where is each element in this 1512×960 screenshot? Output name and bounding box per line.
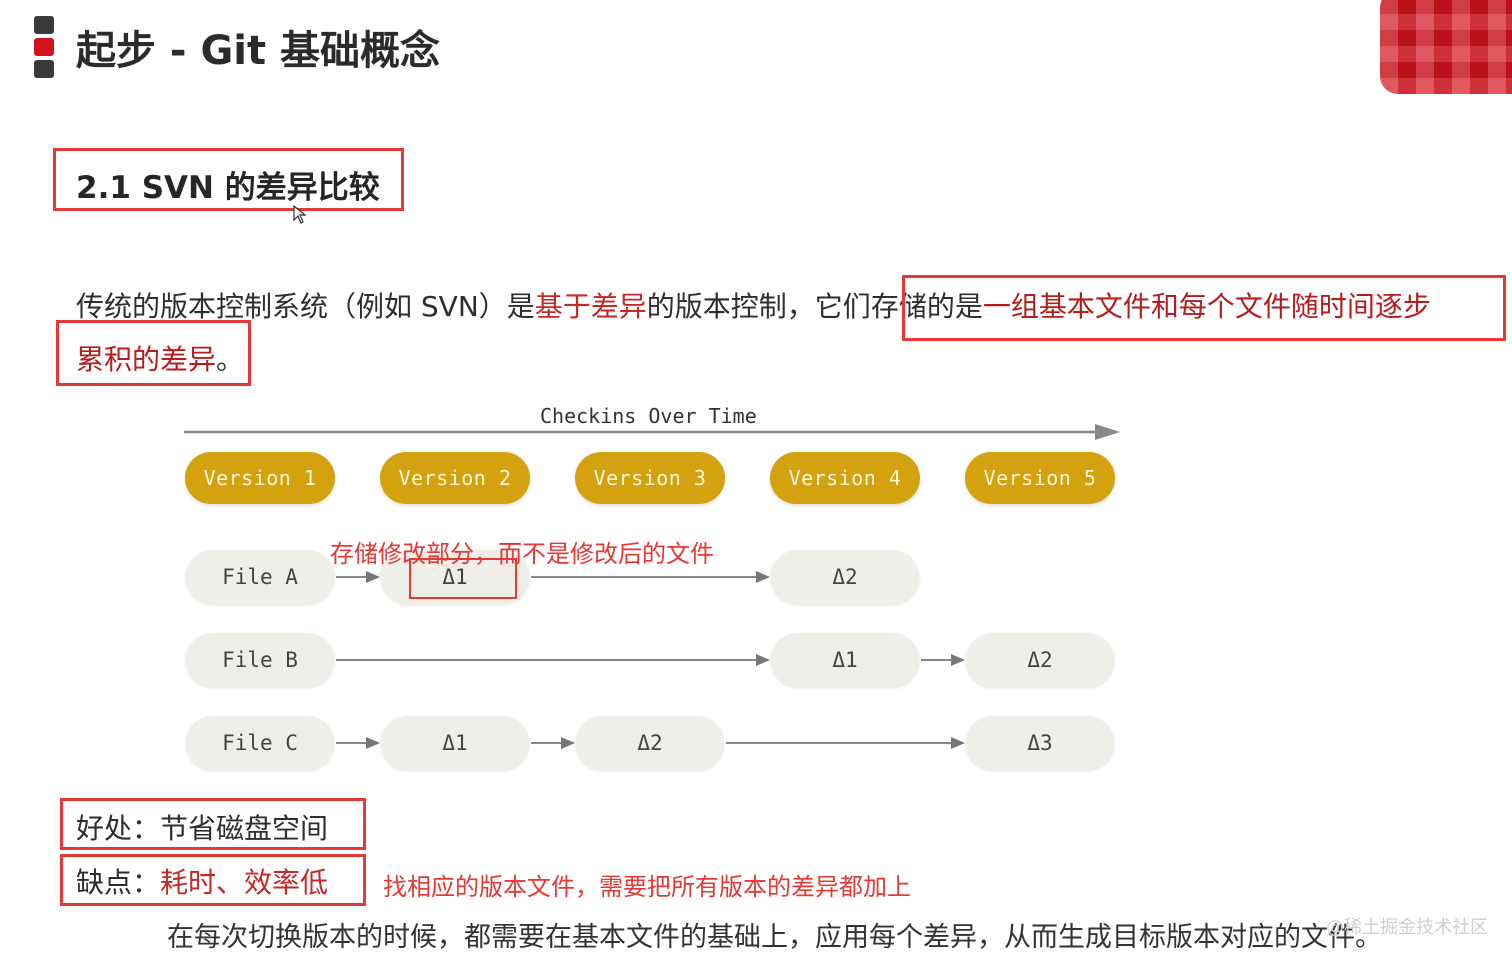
subtitle-caption: 在每次切换版本的时候，都需要在基本文件的基础上，应用每个差异，从而生成目标版本对…: [167, 922, 1382, 953]
page-title: 起步 - Git 基础概念: [76, 28, 441, 74]
cons-line: 缺点：耗时、效率低: [76, 861, 328, 901]
pros-text: 节省磁盘空间: [160, 812, 329, 845]
intro-text-d: 存储的是: [870, 290, 983, 323]
version-5-pill: Version 5: [965, 452, 1115, 504]
file-c-delta-2: Δ2: [576, 716, 724, 770]
intro-text-c: 的版本控制，它们: [646, 290, 871, 323]
version-3-pill: Version 3: [575, 452, 725, 504]
intro-line-1: 传统的版本控制系统（例如 SVN）是基于差异的版本控制，它们存储的是一组基本文件…: [76, 285, 1431, 325]
diagram-annotation: 存储修改部分，而不是修改后的文件: [330, 540, 714, 568]
timeline-arrow: [184, 424, 1120, 440]
file-a-pill: File A: [186, 550, 334, 604]
version-4-pill: Version 4: [770, 452, 920, 504]
cons-text: 耗时、效率低: [160, 866, 329, 899]
blurred-logo: [1380, 0, 1512, 94]
version-1-pill: Version 1: [185, 452, 335, 504]
file-b-delta-2: Δ2: [966, 633, 1114, 687]
delta-highlight-box: [409, 558, 517, 599]
intro-line-2: 累积的差异。: [76, 338, 244, 378]
intro-highlight-based-on-diff: 基于差异: [534, 290, 647, 323]
file-b-delta-1: Δ1: [771, 633, 919, 687]
version-2-pill: Version 2: [380, 452, 530, 504]
cons-box: [60, 854, 366, 906]
watermark: @稀土掘金技术社区: [1326, 917, 1488, 938]
file-c-pill: File C: [186, 716, 334, 770]
axis-label: Checkins Over Time: [540, 404, 757, 428]
intro-highlight-base-files: 一组基本文件和: [982, 290, 1179, 323]
section-title: 2.1 SVN 的差异比较: [76, 170, 380, 206]
intro-accumulated-diff: 累积的差异: [76, 343, 217, 376]
intro-highlight-box-2: [56, 320, 251, 386]
file-b-pill: File B: [186, 633, 334, 687]
file-c-delta-3: Δ3: [966, 716, 1114, 770]
file-a-delta-2: Δ2: [771, 550, 919, 604]
intro-text-a: 传统的版本控制系统（例如 SVN）是: [76, 290, 535, 323]
intro-period: 。: [216, 343, 245, 376]
pros-label: 好处：: [76, 812, 161, 845]
header-bar-middle: [34, 38, 54, 56]
header-bar-bottom: [34, 60, 54, 78]
intro-highlight-each-file: 每个文件随时间逐步: [1178, 290, 1431, 323]
intro-highlight-box-1: [902, 275, 1506, 341]
header-bar-top: [34, 16, 54, 34]
file-c-delta-1: Δ1: [381, 716, 529, 770]
pros-line: 好处：节省磁盘空间: [76, 807, 328, 847]
cons-note: 找相应的版本文件，需要把所有版本的差异都加上: [383, 873, 911, 901]
pros-box: [60, 798, 366, 850]
cons-label: 缺点：: [76, 866, 161, 899]
mouse-cursor-icon: [293, 205, 307, 224]
section-title-highlight-box: [53, 148, 404, 211]
